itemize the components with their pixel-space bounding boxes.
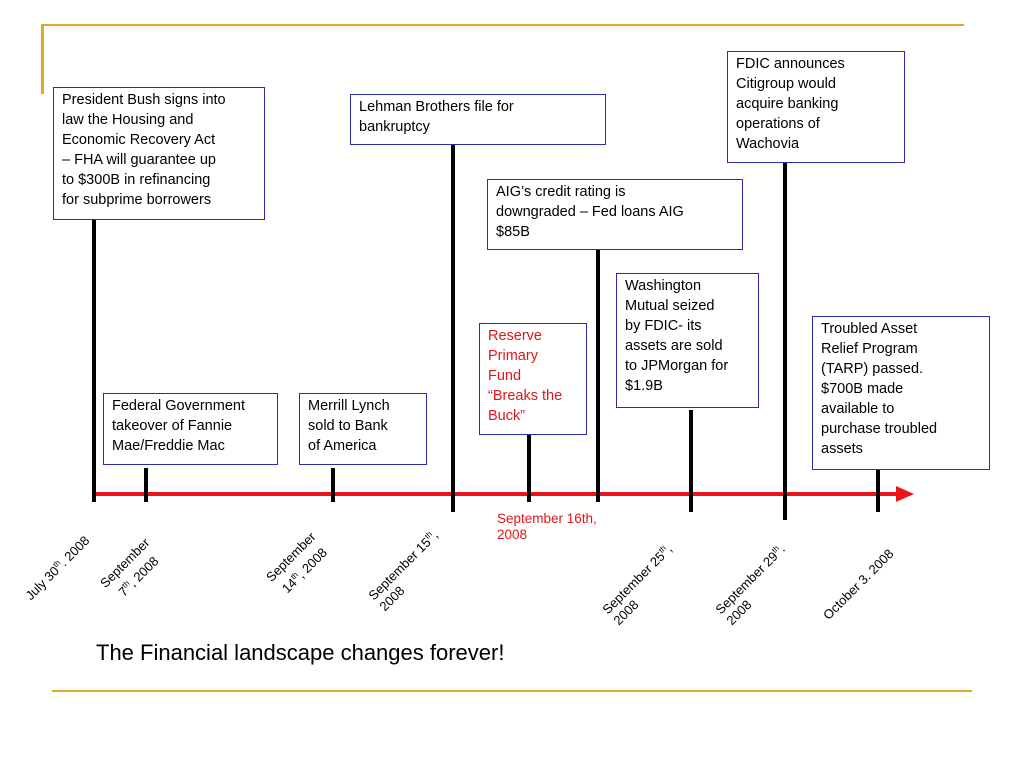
date-sep16: September 16th, 2008 bbox=[497, 511, 597, 542]
tick-sep16 bbox=[527, 435, 531, 502]
top-rule bbox=[44, 24, 964, 26]
stem-housing-act bbox=[92, 220, 96, 502]
left-rule bbox=[41, 24, 44, 94]
date-sep25: September 25th, 2008 bbox=[599, 541, 675, 629]
tick-sep7 bbox=[144, 468, 148, 502]
event-merrill-lynch: Merrill Lynch sold to Bank of America bbox=[299, 393, 427, 465]
timeline-arrowhead bbox=[896, 486, 914, 502]
stem-fdic-citi bbox=[783, 163, 787, 520]
event-wamu: Washington Mutual seized by FDIC- its as… bbox=[616, 273, 759, 408]
date-jul30: July 30th. 2008 bbox=[22, 532, 93, 603]
event-tarp: Troubled Asset Relief Program (TARP) pas… bbox=[812, 316, 990, 470]
date-sep15: September 15th, 2008 bbox=[365, 527, 441, 615]
date-sep7: September 7th, 2008 bbox=[97, 535, 162, 600]
event-lehman: Lehman Brothers file for bankruptcy bbox=[350, 94, 606, 145]
stem-lehman bbox=[451, 145, 455, 512]
event-fdic-citi: FDIC announces Citigroup would acquire b… bbox=[727, 51, 905, 163]
bottom-rule bbox=[52, 690, 972, 692]
event-fannie-freddie: Federal Government takeover of Fannie Ma… bbox=[103, 393, 278, 465]
stem-aig bbox=[596, 250, 600, 502]
event-aig: AIG’s credit rating is downgraded – Fed … bbox=[487, 179, 743, 250]
tick-sep14 bbox=[331, 468, 335, 502]
event-reserve-fund: Reserve Primary Fund “Breaks the Buck” bbox=[479, 323, 587, 435]
event-housing-act: President Bush signs into law the Housin… bbox=[53, 87, 265, 220]
tick-oct3 bbox=[876, 470, 880, 512]
timeline-axis bbox=[92, 492, 898, 496]
date-sep29: September 29th. 2008 bbox=[712, 541, 788, 629]
date-sep14: September 14th, 2008 bbox=[263, 529, 331, 597]
slide-caption: The Financial landscape changes forever! bbox=[96, 640, 505, 665]
date-oct3: October 3. 2008 bbox=[820, 546, 897, 623]
tick-sep25 bbox=[689, 410, 693, 512]
